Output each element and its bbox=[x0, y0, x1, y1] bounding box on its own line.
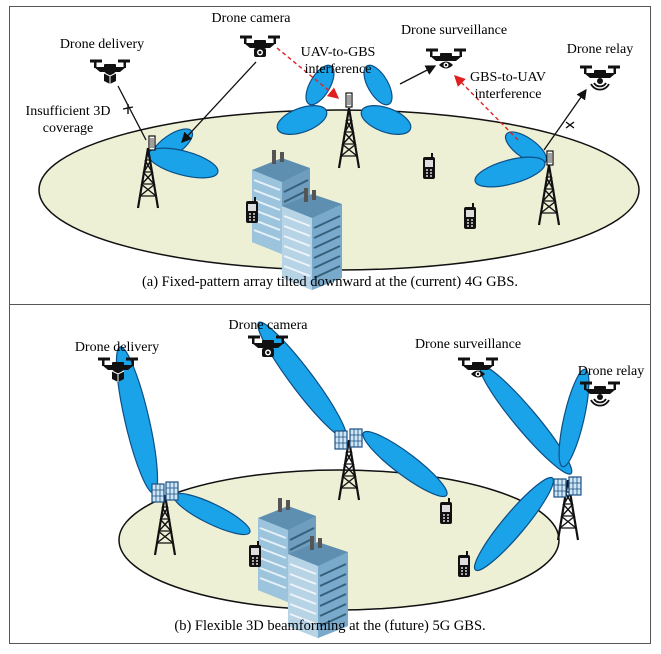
gbs-to-uav-interference-arrow bbox=[454, 75, 519, 141]
link-right-relay bbox=[543, 88, 587, 151]
label-uav-gbs-line1: UAV-to-GBS bbox=[301, 45, 376, 60]
label-drone-relay: Drone relay bbox=[567, 42, 633, 57]
uav-to-gbs-interference-arrow bbox=[276, 47, 340, 99]
label-insufficient-line2: coverage bbox=[43, 121, 94, 136]
antenna-center-a bbox=[345, 92, 353, 108]
panel-a: Drone delivery Drone camera Drone survei… bbox=[26, 11, 640, 291]
label-drone-camera: Drone camera bbox=[212, 11, 292, 26]
blocked-x-icon bbox=[565, 121, 575, 129]
label-uav-gbs-line2: interference bbox=[305, 62, 372, 77]
drone-surveillance-icon bbox=[424, 48, 468, 69]
beam-group-right-a bbox=[474, 131, 548, 188]
antenna-left-a bbox=[148, 135, 156, 151]
label-drone-delivery: Drone delivery bbox=[75, 340, 159, 355]
array-panel-center-b bbox=[334, 430, 348, 450]
caption-a: (a) Fixed-pattern array tilted downward … bbox=[142, 274, 518, 290]
link-camera-left bbox=[181, 61, 257, 143]
label-drone-relay: Drone relay bbox=[578, 364, 644, 379]
array-panel-center-b bbox=[349, 428, 363, 448]
label-drone-delivery: Drone delivery bbox=[60, 37, 144, 52]
antenna-right-a bbox=[546, 150, 554, 166]
label-drone-surveillance: Drone surveillance bbox=[401, 23, 507, 38]
array-panel-right-b bbox=[568, 476, 582, 496]
link-center-surveillance bbox=[399, 65, 437, 85]
drone-camera-icon bbox=[238, 35, 282, 57]
array-panel-left-b bbox=[151, 483, 165, 503]
label-gbs-uav-line1: GBS-to-UAV bbox=[470, 70, 546, 85]
blocked-x-icon bbox=[122, 104, 134, 114]
figure-frame bbox=[9, 6, 651, 644]
array-panel-left-b bbox=[165, 481, 179, 501]
panel-b: Drone delivery Drone camera Drone survei… bbox=[75, 318, 644, 639]
drone-delivery-icon bbox=[88, 59, 132, 85]
label-drone-surveillance: Drone surveillance bbox=[415, 337, 521, 352]
beam-group-center-a bbox=[276, 64, 412, 135]
drone-relay-icon bbox=[578, 65, 622, 91]
label-gbs-uav-line2: interference bbox=[475, 87, 542, 102]
label-insufficient-line1: Insufficient 3D bbox=[26, 104, 111, 119]
label-drone-camera: Drone camera bbox=[229, 318, 309, 333]
beam-group-b bbox=[115, 321, 590, 572]
panel-divider bbox=[9, 304, 651, 305]
caption-b: (b) Flexible 3D beamforming at the (futu… bbox=[174, 618, 485, 634]
link-left-delivery bbox=[117, 85, 147, 141]
array-panel-right-b bbox=[553, 478, 567, 498]
